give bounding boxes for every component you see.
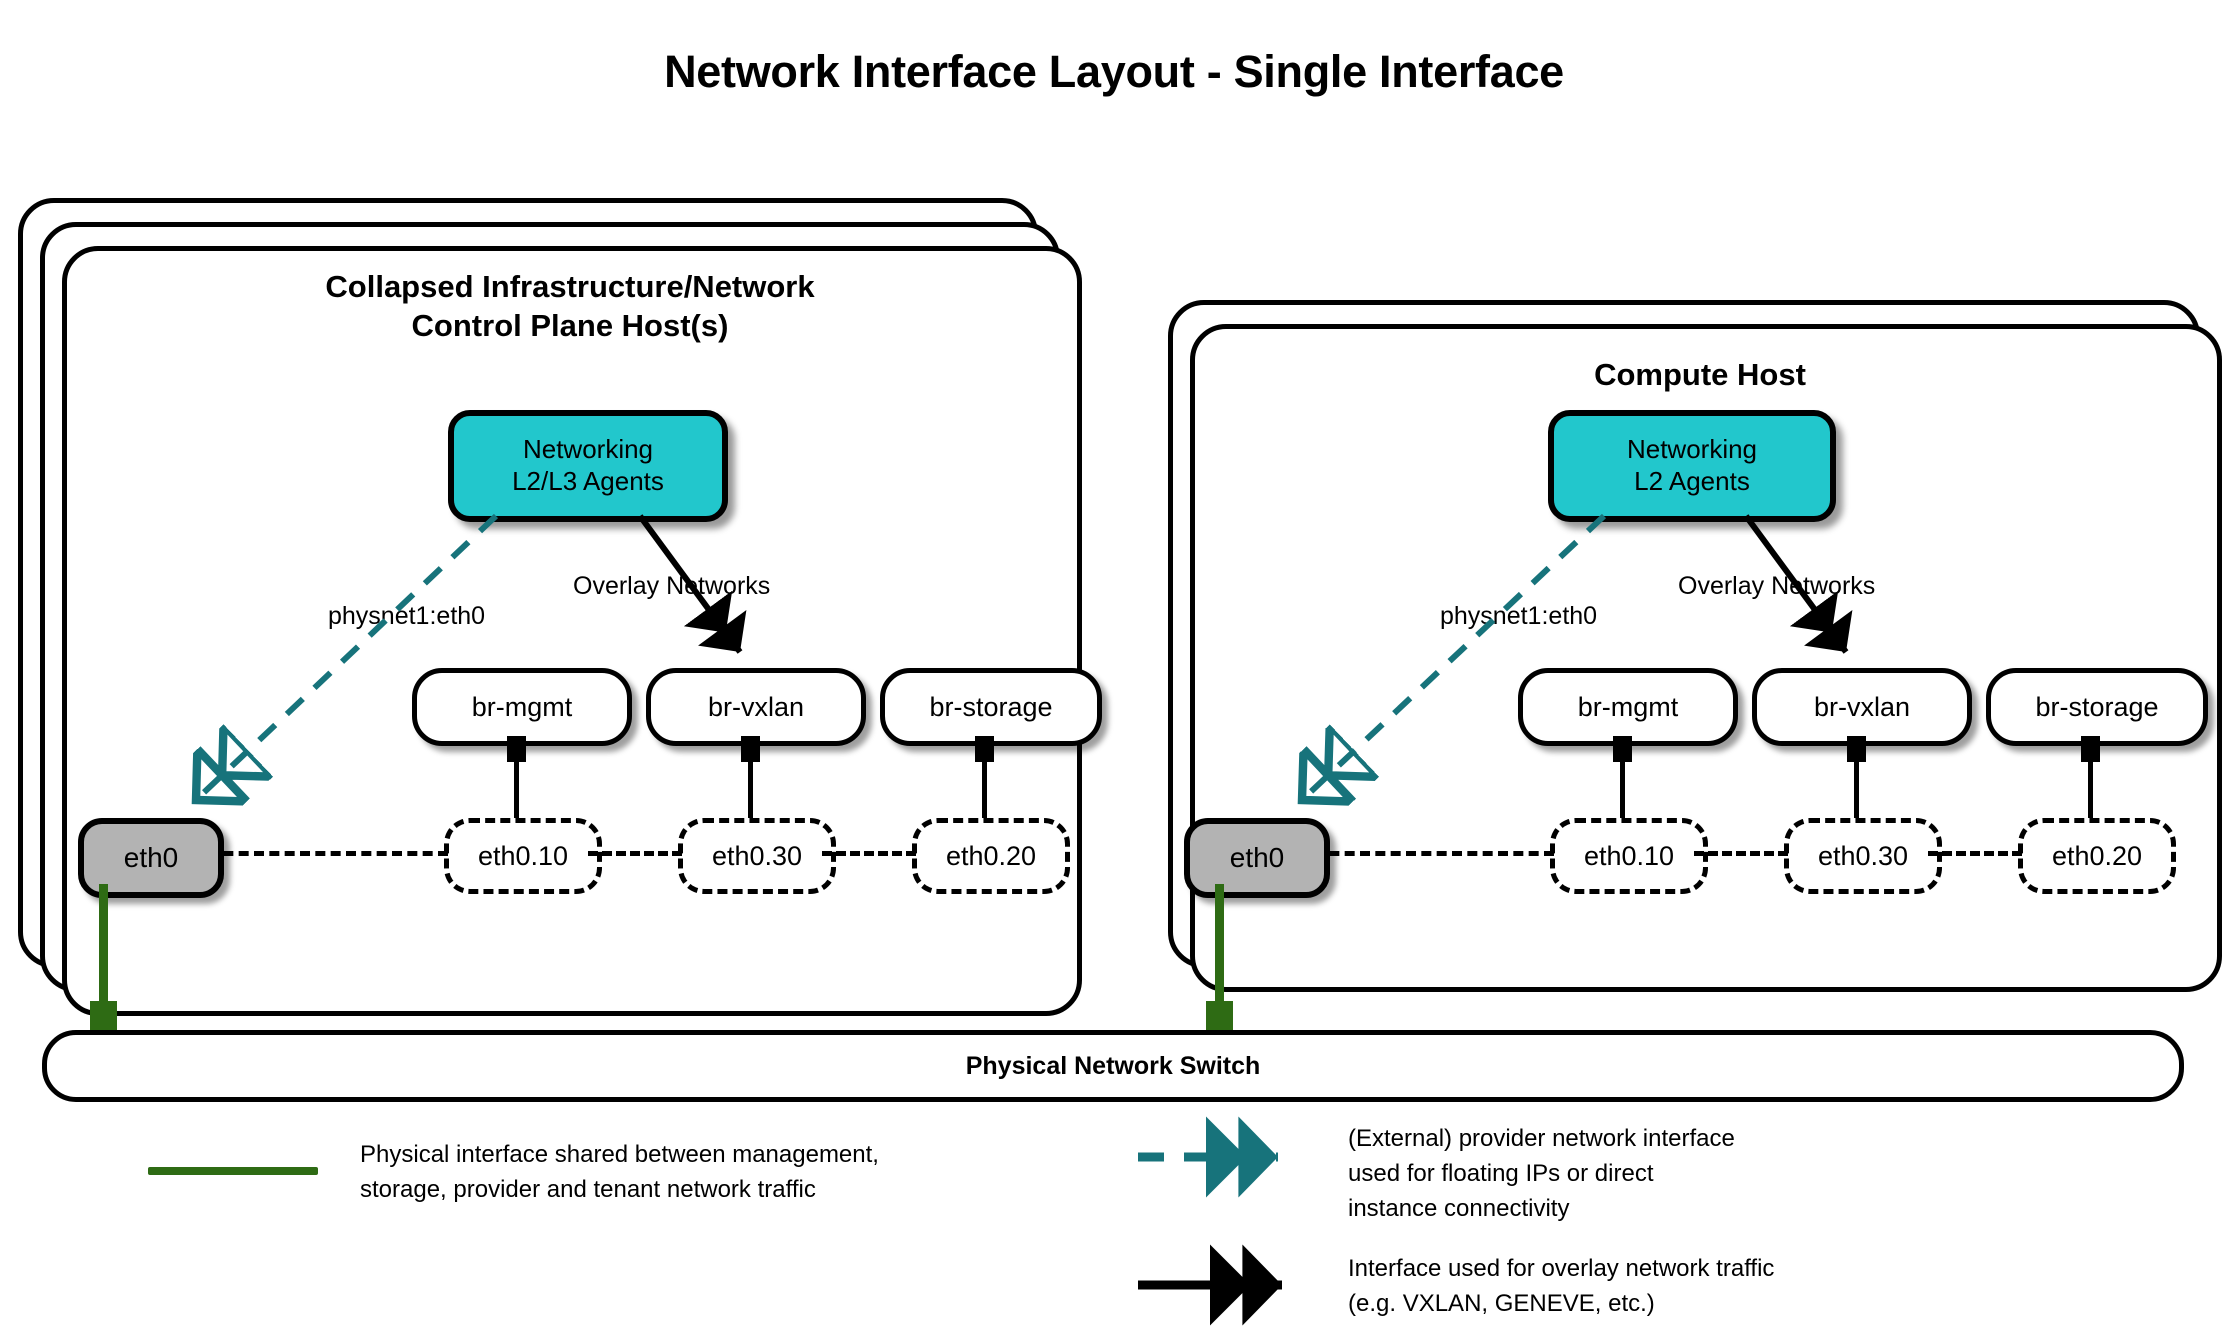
agent-box-compute[interactable]: Networking L2 Agents xyxy=(1548,410,1836,522)
vlan-node-eth0-30-control-plane[interactable]: eth0.30 xyxy=(678,818,836,894)
agent-label-line1: Networking xyxy=(1626,434,1758,465)
bridge-stem-br-storage-compute xyxy=(2088,736,2093,828)
uplink-port-compute xyxy=(1206,1001,1233,1034)
bridge-stem-br-mgmt-control-plane xyxy=(514,736,519,828)
host-card-control-plane xyxy=(62,246,1082,1016)
trunk-dash-2-control-plane xyxy=(588,851,682,856)
host-title-compute: Compute Host xyxy=(1400,356,2000,395)
vlan-node-eth0-30-compute[interactable]: eth0.30 xyxy=(1784,818,1942,894)
bridge-box-br-storage-compute[interactable]: br-storage xyxy=(1986,668,2208,746)
bridge-stem-br-mgmt-compute xyxy=(1620,736,1625,828)
bridge-label: br-mgmt xyxy=(1577,691,1679,722)
vlan-node-eth0-10-compute[interactable]: eth0.10 xyxy=(1550,818,1708,894)
legend-text-physical-interface: Physical interface shared between manage… xyxy=(360,1141,879,1203)
bridge-stem-br-vxlan-compute xyxy=(1854,736,1859,828)
vlan-node-eth0-20-compute[interactable]: eth0.20 xyxy=(2018,818,2176,894)
edge-label-provider-control-plane: physnet1:eth0 xyxy=(328,602,486,630)
vlan-label: eth0.20 xyxy=(2051,840,2143,871)
vlan-label: eth0.30 xyxy=(1817,840,1909,871)
nic-node-eth0-compute[interactable]: eth0 xyxy=(1184,818,1330,898)
bridge-box-br-mgmt-control-plane[interactable]: br-mgmt xyxy=(412,668,632,746)
trunk-dash-3-compute xyxy=(1928,851,2022,856)
switch-label: Physical Network Switch xyxy=(965,1051,1261,1080)
legend-text-overlay-interface: Interface used for overlay network traff… xyxy=(1348,1255,1775,1317)
bridge-box-br-storage-control-plane[interactable]: br-storage xyxy=(880,668,1102,746)
bridge-stem-br-vxlan-control-plane xyxy=(748,736,753,828)
vlan-node-eth0-20-control-plane[interactable]: eth0.20 xyxy=(912,818,1070,894)
nic-label: eth0 xyxy=(1229,842,1285,873)
bridge-label: br-vxlan xyxy=(1813,691,1911,722)
bridge-box-br-vxlan-compute[interactable]: br-vxlan xyxy=(1752,668,1972,746)
bridge-stem-br-storage-control-plane xyxy=(982,736,987,828)
agent-label-line2: L2/L3 Agents xyxy=(512,466,664,496)
edge-label-overlay-compute: Overlay Networks xyxy=(1678,572,1876,600)
bridge-label: br-storage xyxy=(2035,691,2159,722)
physical-network-switch[interactable]: Physical Network Switch xyxy=(42,1030,2184,1102)
uplink-port-control-plane xyxy=(90,1001,117,1034)
edge-label-overlay-control-plane: Overlay Networks xyxy=(573,572,771,600)
trunk-dash-1-control-plane xyxy=(208,851,448,856)
agent-box-control-plane[interactable]: Networking L2/L3 Agents xyxy=(448,410,728,522)
uplink-line-control-plane xyxy=(99,884,108,1014)
uplink-line-compute xyxy=(1215,884,1224,1014)
agent-label-line1: Networking xyxy=(522,434,654,465)
vlan-label: eth0.10 xyxy=(477,840,569,871)
vlan-label: eth0.20 xyxy=(945,840,1037,871)
bridge-box-br-vxlan-control-plane[interactable]: br-vxlan xyxy=(646,668,866,746)
host-title-line1: Collapsed Infrastructure/Network xyxy=(325,269,815,304)
bridge-label: br-vxlan xyxy=(707,691,805,722)
nic-label: eth0 xyxy=(123,842,179,873)
bridge-box-br-mgmt-compute[interactable]: br-mgmt xyxy=(1518,668,1738,746)
legend-text-provider-interface: (External) provider network interface us… xyxy=(1348,1125,1735,1222)
page-title: Network Interface Layout - Single Interf… xyxy=(664,46,1564,97)
host-title-line1: Compute Host xyxy=(1594,357,1806,392)
host-title-line2: Control Plane Host(s) xyxy=(411,307,729,343)
edge-label-provider-compute: physnet1:eth0 xyxy=(1440,602,1598,630)
host-title-control-plane: Collapsed Infrastructure/Network Control… xyxy=(180,268,960,346)
vlan-label: eth0.30 xyxy=(711,840,803,871)
bridge-label: br-storage xyxy=(929,691,1053,722)
trunk-dash-1-compute xyxy=(1314,851,1554,856)
legend-marker-physical-interface xyxy=(148,1167,318,1175)
agent-label-line2: L2 Agents xyxy=(1634,466,1750,496)
trunk-dash-3-control-plane xyxy=(822,851,916,856)
vlan-label: eth0.10 xyxy=(1583,840,1675,871)
vlan-node-eth0-10-control-plane[interactable]: eth0.10 xyxy=(444,818,602,894)
trunk-dash-2-compute xyxy=(1694,851,1788,856)
bridge-label: br-mgmt xyxy=(471,691,573,722)
